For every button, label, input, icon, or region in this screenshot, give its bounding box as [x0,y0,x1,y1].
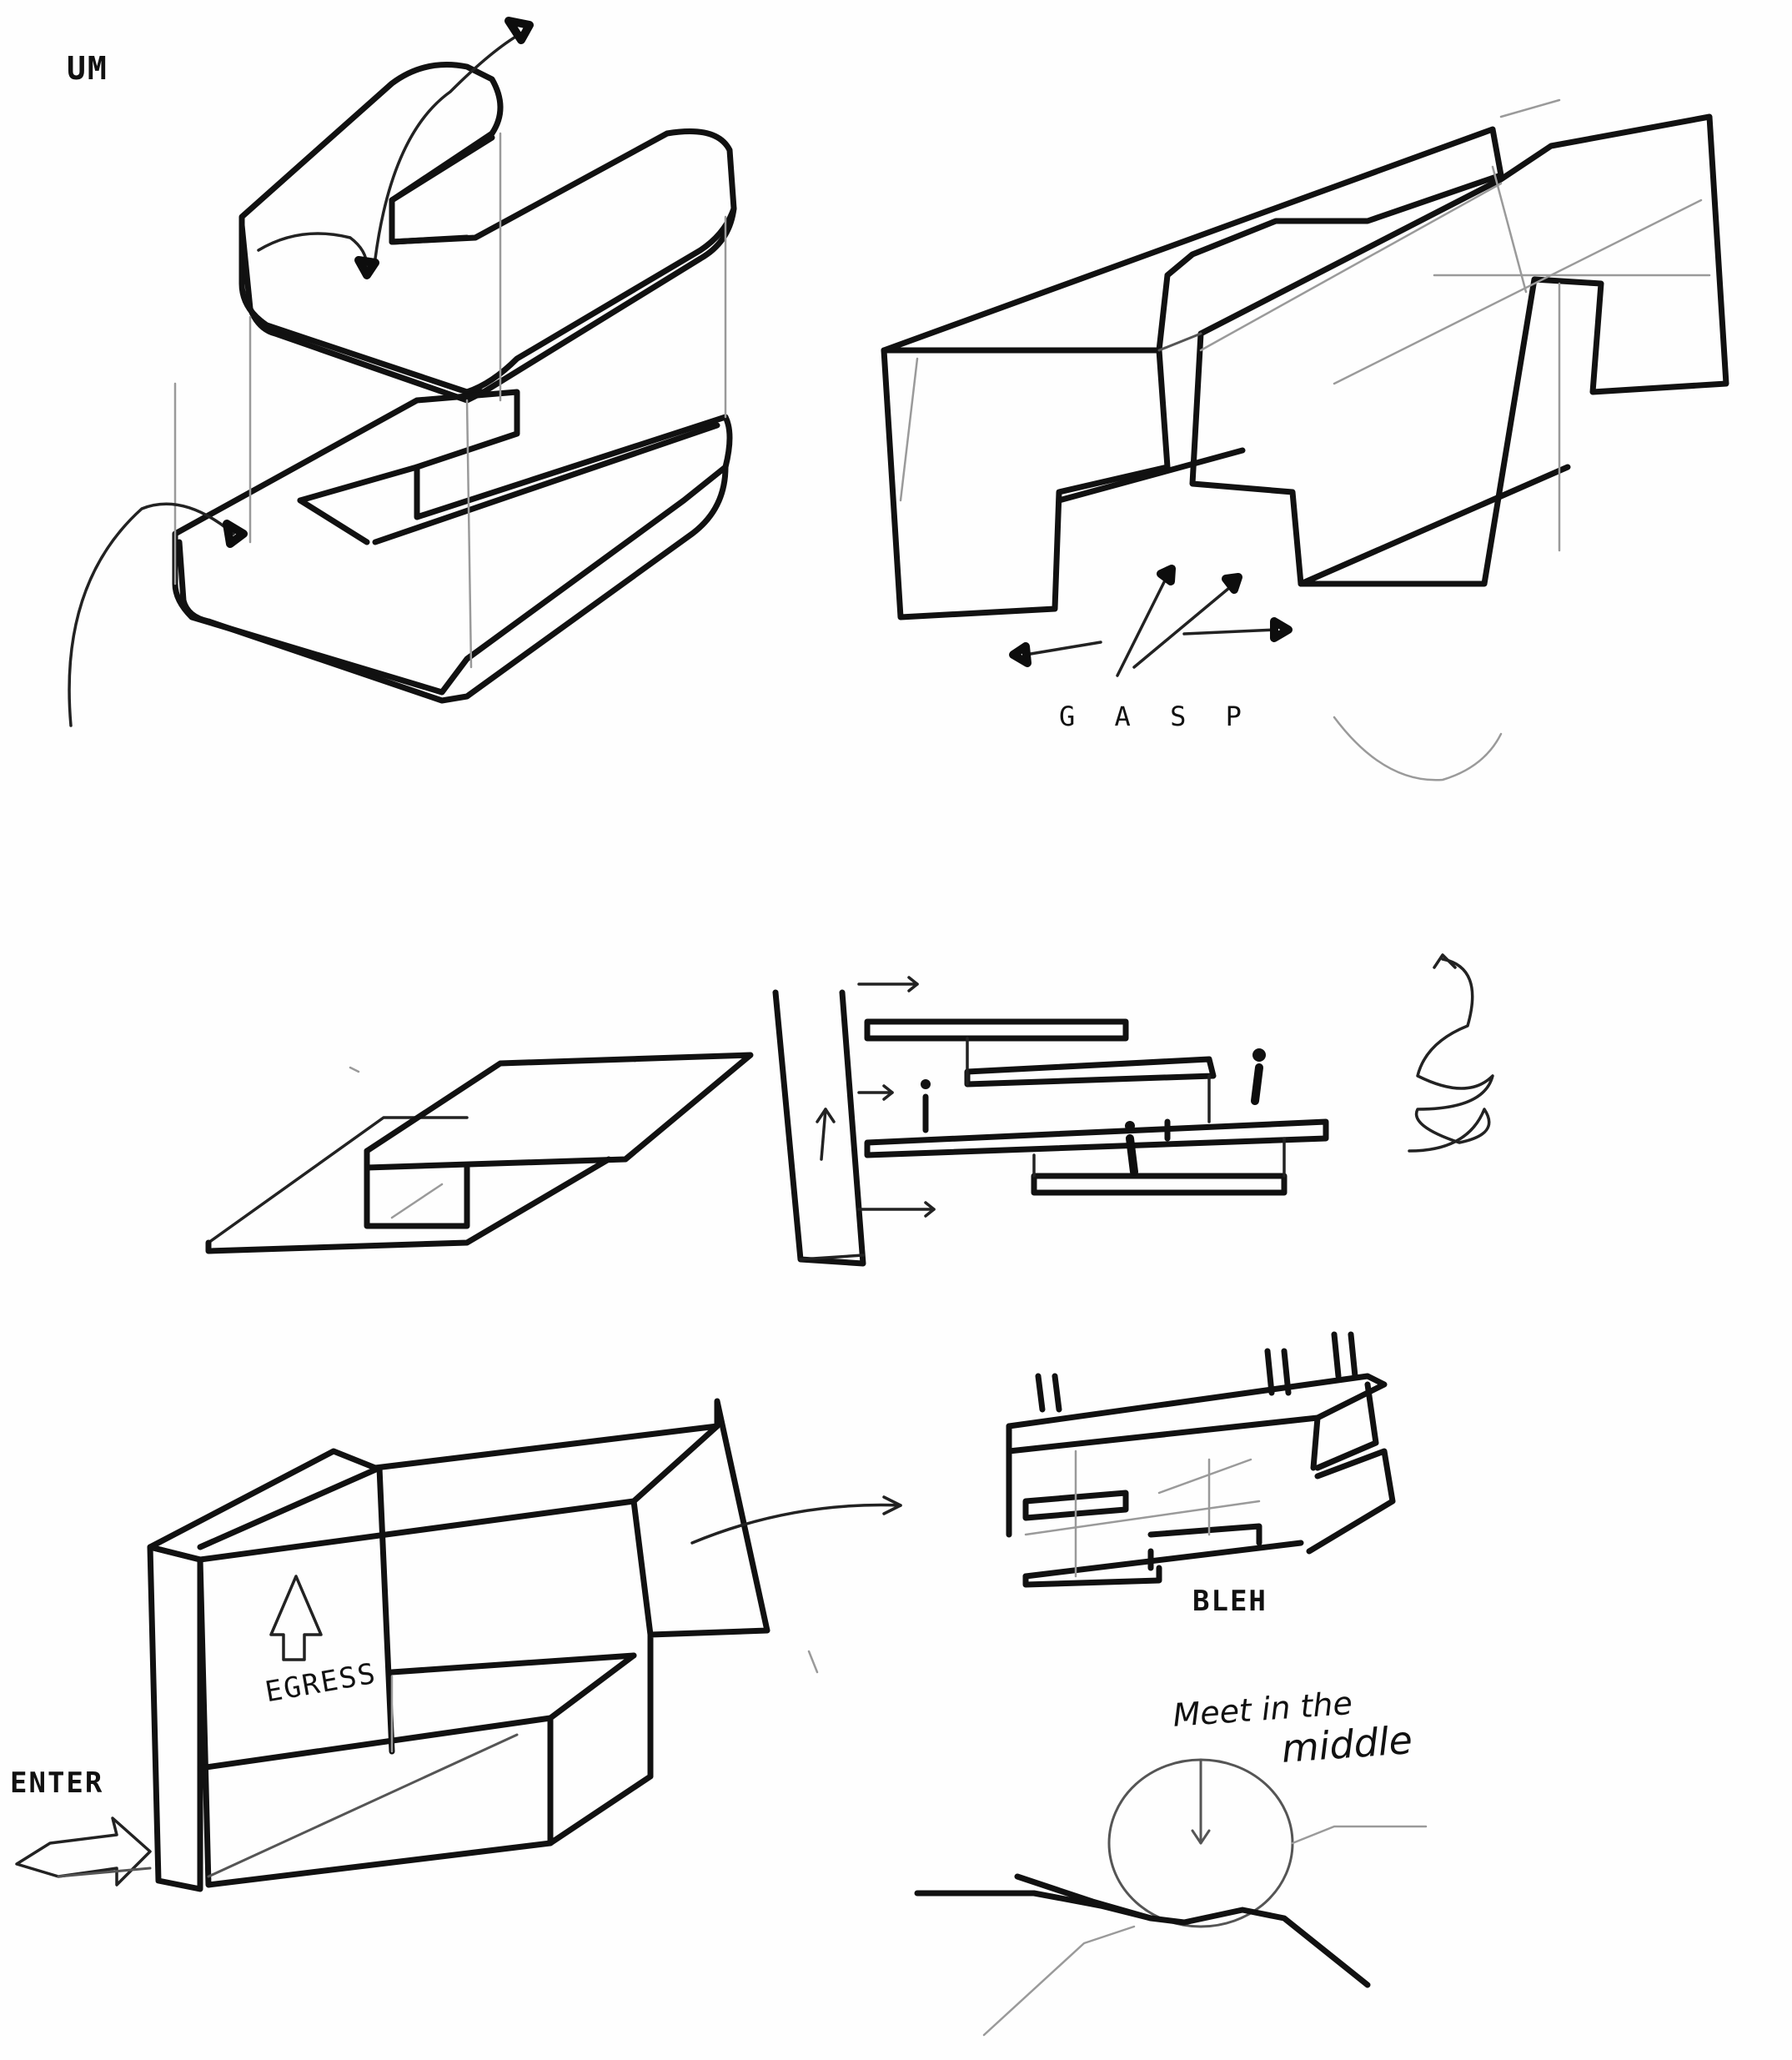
meet-line2-label: middle [1280,1717,1413,1771]
um-label: UM [67,50,108,87]
bleh-label: BLEH [1192,1585,1267,1618]
gasp-label: G A S P [1059,701,1253,732]
stacked-c-form-sketch [69,21,734,726]
egress-volume-sketch [17,1401,901,1889]
enter-label: ENTER [10,1766,103,1800]
cantilever-slab-sketch [208,1055,750,1251]
bleh-bars-sketch [1009,1334,1393,1585]
section-floors-sketch [776,955,1493,1264]
meet-in-middle-sketch [917,1760,1426,2035]
split-block-sketch [884,100,1726,780]
